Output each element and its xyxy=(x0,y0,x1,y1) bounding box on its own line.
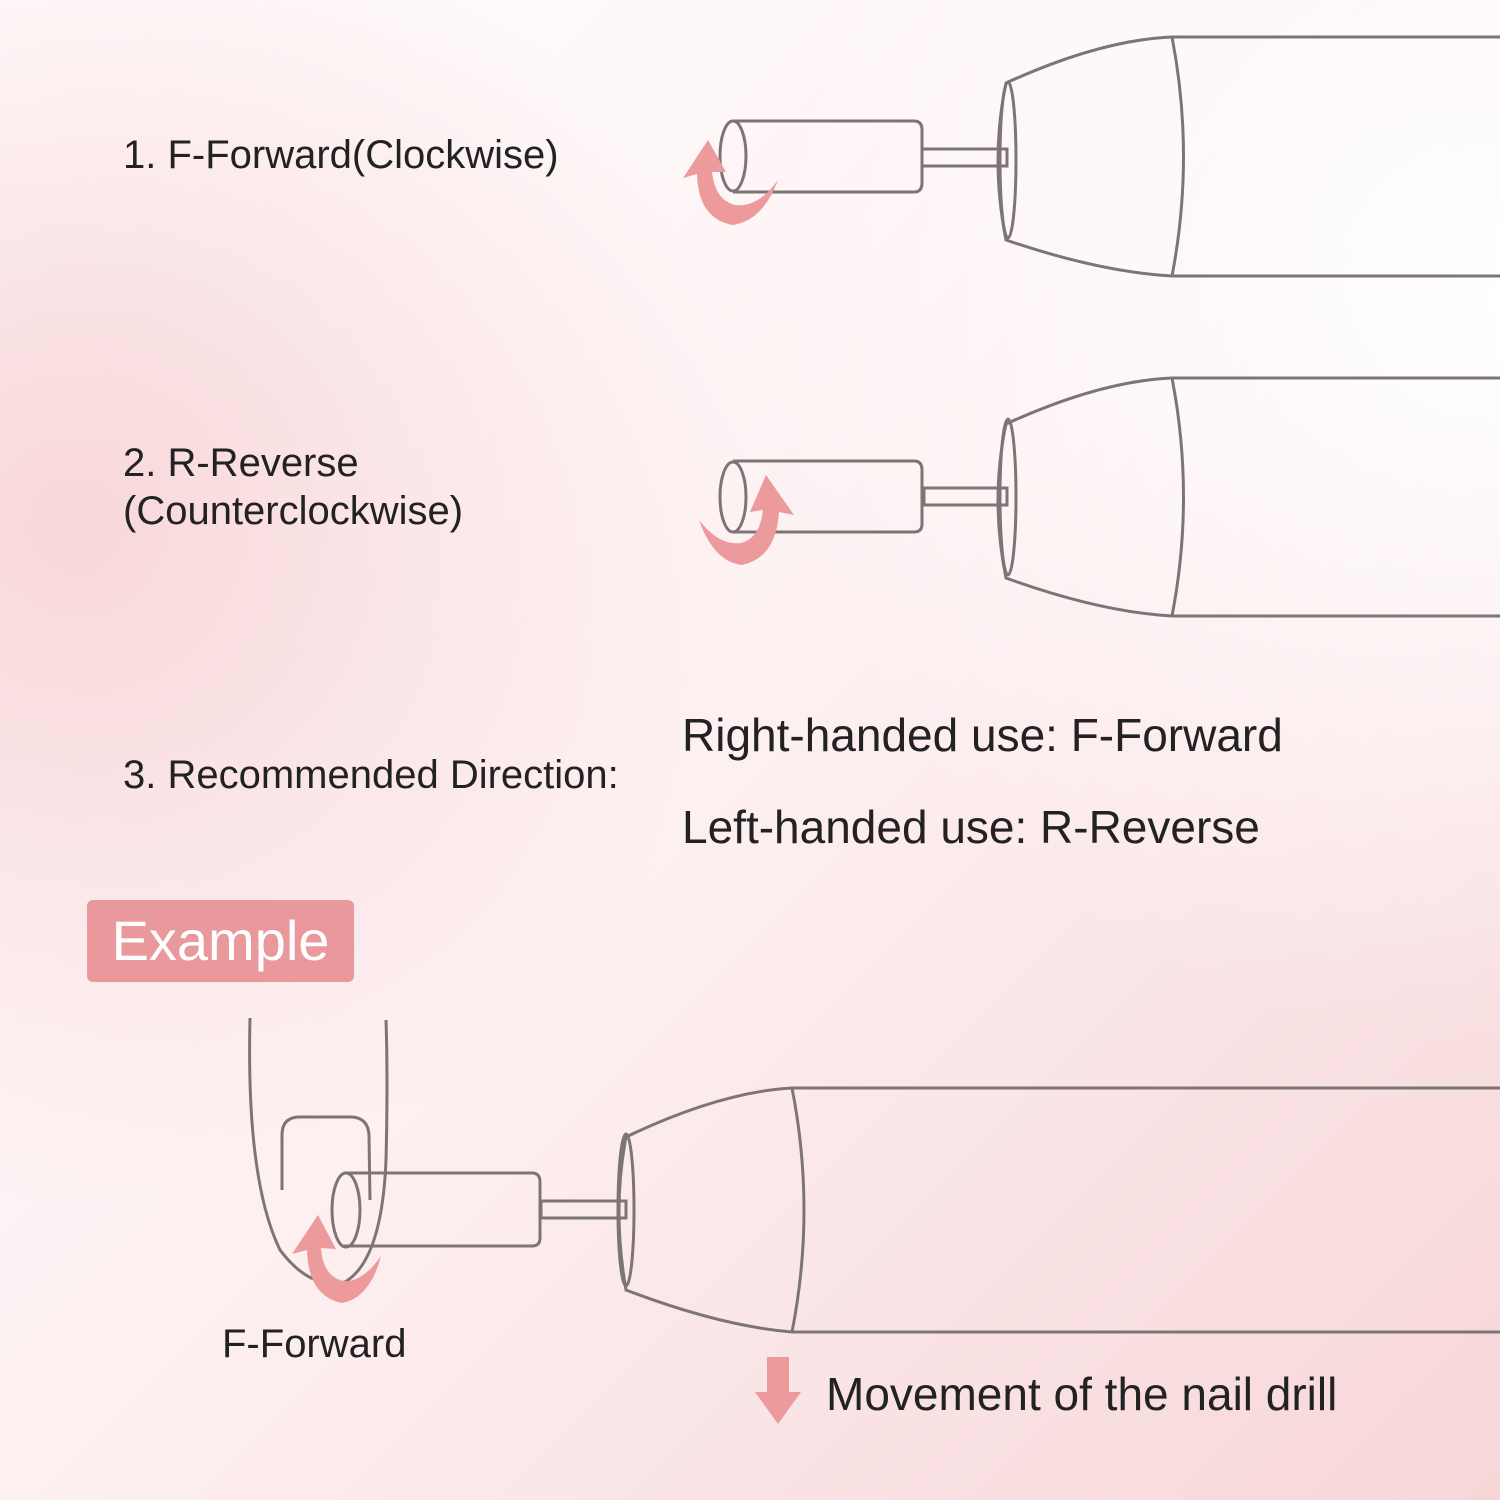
left-handed-recommendation: Left-handed use: R-Reverse xyxy=(682,801,1260,853)
counterclockwise-arrow-icon xyxy=(699,475,794,565)
step-recommended-label: 3. Recommended Direction: xyxy=(123,753,619,797)
clockwise-arrow-icon xyxy=(292,1215,381,1303)
step-forward-label: 1. F-Forward(Clockwise) xyxy=(123,133,559,177)
step-reverse-sublabel: (Counterclockwise) xyxy=(123,489,464,533)
movement-caption: Movement of the nail drill xyxy=(826,1368,1338,1420)
right-handed-recommendation: Right-handed use: F-Forward xyxy=(682,709,1283,761)
down-arrow-icon xyxy=(755,1357,801,1424)
example-badge-label: Example xyxy=(111,909,330,972)
drill-example xyxy=(330,1086,1500,1334)
drill-reverse xyxy=(718,376,1500,618)
step-reverse-label: 2. R-Reverse xyxy=(123,441,359,485)
example-direction-label: F-Forward xyxy=(222,1322,407,1366)
clockwise-arrow-icon xyxy=(683,140,778,225)
drill-forward xyxy=(718,35,1500,278)
example-badge: Example xyxy=(87,900,354,982)
